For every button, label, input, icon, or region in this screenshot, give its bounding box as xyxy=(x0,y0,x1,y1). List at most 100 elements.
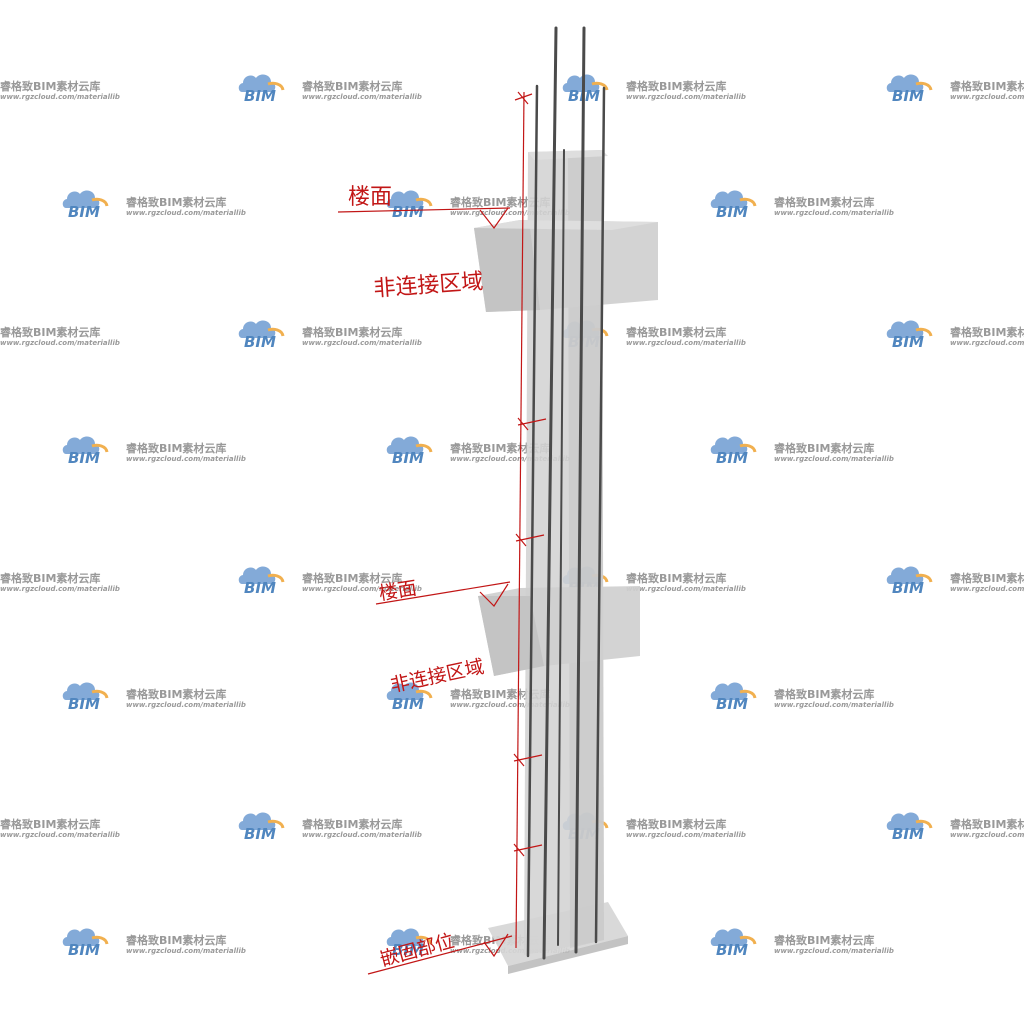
rebar xyxy=(574,26,586,954)
svg-text:睿格致BIM素材云库: 睿格致BIM素材云库 xyxy=(126,195,226,209)
label-non-connect-upper: 非连接区域 xyxy=(373,269,484,302)
svg-text:www.rgzcloud.com/materiallib: www.rgzcloud.com/materiallib xyxy=(774,701,894,709)
dimension-annotations xyxy=(337,91,547,975)
svg-text:睿格致BIM素材云库: 睿格致BIM素材云库 xyxy=(0,325,100,339)
rebar xyxy=(557,149,565,946)
svg-text:睿格致BIM素材云库: 睿格致BIM素材云库 xyxy=(450,195,550,209)
svg-text:www.rgzcloud.com/materiallib: www.rgzcloud.com/materiallib xyxy=(950,93,1024,101)
svg-text:www.rgzcloud.com/materiallib: www.rgzcloud.com/materiallib xyxy=(950,831,1024,839)
svg-text:睿格致BIM素材云库: 睿格致BIM素材云库 xyxy=(0,79,100,93)
svg-text:睿格致BIM素材云库: 睿格致BIM素材云库 xyxy=(0,571,100,585)
svg-text:www.rgzcloud.com/materiallib: www.rgzcloud.com/materiallib xyxy=(302,585,422,593)
svg-text:www.rgzcloud.com/materiallib: www.rgzcloud.com/materiallib xyxy=(302,339,422,347)
svg-text:www.rgzcloud.com/materiallib: www.rgzcloud.com/materiallib xyxy=(626,339,746,347)
svg-text:睿格致BIM素材云库: 睿格致BIM素材云库 xyxy=(950,571,1024,585)
svg-text:睿格致BIM素材云库: 睿格致BIM素材云库 xyxy=(626,817,726,831)
floor-level-marker xyxy=(479,583,509,607)
svg-text:睿格致BIM素材云库: 睿格致BIM素材云库 xyxy=(774,195,874,209)
concrete-column xyxy=(474,150,658,974)
svg-text:www.rgzcloud.com/materiallib: www.rgzcloud.com/materiallib xyxy=(450,455,570,463)
leader-line xyxy=(367,935,513,975)
svg-text:www.rgzcloud.com/materiallib: www.rgzcloud.com/materiallib xyxy=(302,93,422,101)
svg-text:www.rgzcloud.com/materiallib: www.rgzcloud.com/materiallib xyxy=(450,209,570,217)
svg-text:睿格致BIM素材云库: 睿格致BIM素材云库 xyxy=(126,687,226,701)
label-floor-upper: 楼面 xyxy=(348,185,392,210)
svg-text:睿格致BIM素材云库: 睿格致BIM素材云库 xyxy=(950,817,1024,831)
dimension-tick xyxy=(513,753,525,767)
svg-text:www.rgzcloud.com/materiallib: www.rgzcloud.com/materiallib xyxy=(626,831,746,839)
svg-text:www.rgzcloud.com/materiallib: www.rgzcloud.com/materiallib xyxy=(126,455,246,463)
svg-text:www.rgzcloud.com/materiallib: www.rgzcloud.com/materiallib xyxy=(774,947,894,955)
rebar xyxy=(594,86,606,944)
svg-text:睿格致BIM素材云库: 睿格致BIM素材云库 xyxy=(626,325,726,339)
dimension-tick xyxy=(515,533,527,547)
svg-text:睿格致BIM素材云库: 睿格致BIM素材云库 xyxy=(626,79,726,93)
svg-text:睿格致BIM素材云库: 睿格致BIM素材云库 xyxy=(0,817,100,831)
svg-text:睿格致BIM素材云库: 睿格致BIM素材云库 xyxy=(626,571,726,585)
svg-text:睿格致BIM素材云库: 睿格致BIM素材云库 xyxy=(774,933,874,947)
rebar xyxy=(526,84,539,958)
svg-text:www.rgzcloud.com/materiallib: www.rgzcloud.com/materiallib xyxy=(626,93,746,101)
svg-text:睿格致BIM素材云库: 睿格致BIM素材云库 xyxy=(302,79,402,93)
svg-text:睿格致BIM素材云库: 睿格致BIM素材云库 xyxy=(302,571,402,585)
label-floor-lower: 楼面 xyxy=(377,577,418,605)
svg-text:www.rgzcloud.com/materiallib: www.rgzcloud.com/materiallib xyxy=(126,701,246,709)
svg-text:www.rgzcloud.com/materiallib: www.rgzcloud.com/materiallib xyxy=(0,831,120,839)
svg-text:www.rgzcloud.com/materiallib: www.rgzcloud.com/materiallib xyxy=(774,455,894,463)
svg-text:睿格致BIM素材云库: 睿格致BIM素材云库 xyxy=(950,79,1024,93)
svg-text:睿格致BIM素材云库: 睿格致BIM素材云库 xyxy=(126,933,226,947)
svg-text:睿格致BIM素材云库: 睿格致BIM素材云库 xyxy=(126,441,226,455)
svg-text:www.rgzcloud.com/materiallib: www.rgzcloud.com/materiallib xyxy=(450,701,570,709)
dimension-tick xyxy=(514,93,533,101)
svg-text:睿格致BIM素材云库: 睿格致BIM素材云库 xyxy=(302,817,402,831)
dimension-tick xyxy=(517,417,529,431)
svg-text:www.rgzcloud.com/materiallib: www.rgzcloud.com/materiallib xyxy=(950,585,1024,593)
svg-text:睿格致BIM素材云库: 睿格致BIM素材云库 xyxy=(950,325,1024,339)
svg-text:www.rgzcloud.com/materiallib: www.rgzcloud.com/materiallib xyxy=(302,831,422,839)
rebar xyxy=(542,26,558,960)
svg-text:睿格致BIM素材云库: 睿格致BIM素材云库 xyxy=(774,687,874,701)
svg-text:www.rgzcloud.com/materiallib: www.rgzcloud.com/materiallib xyxy=(774,209,894,217)
svg-text:www.rgzcloud.com/materiallib: www.rgzcloud.com/materiallib xyxy=(0,339,120,347)
floor-level-marker xyxy=(479,207,509,230)
dimension-tick xyxy=(513,843,525,857)
embed-level-marker xyxy=(483,933,509,958)
svg-text:www.rgzcloud.com/materiallib: www.rgzcloud.com/materiallib xyxy=(126,209,246,217)
svg-text:www.rgzcloud.com/materiallib: www.rgzcloud.com/materiallib xyxy=(626,585,746,593)
svg-text:www.rgzcloud.com/materiallib: www.rgzcloud.com/materiallib xyxy=(126,947,246,955)
svg-text:睿格致BIM素材云库: 睿格致BIM素材云库 xyxy=(774,441,874,455)
dimension-line xyxy=(515,91,525,949)
svg-text:www.rgzcloud.com/materiallib: www.rgzcloud.com/materiallib xyxy=(0,93,120,101)
svg-text:www.rgzcloud.com/materiallib: www.rgzcloud.com/materiallib xyxy=(950,339,1024,347)
rebar-group xyxy=(526,26,606,960)
svg-text:www.rgzcloud.com/materiallib: www.rgzcloud.com/materiallib xyxy=(0,585,120,593)
leader-line xyxy=(375,581,511,605)
svg-text:睿格致BIM素材云库: 睿格致BIM素材云库 xyxy=(302,325,402,339)
dimension-tick xyxy=(517,91,529,105)
